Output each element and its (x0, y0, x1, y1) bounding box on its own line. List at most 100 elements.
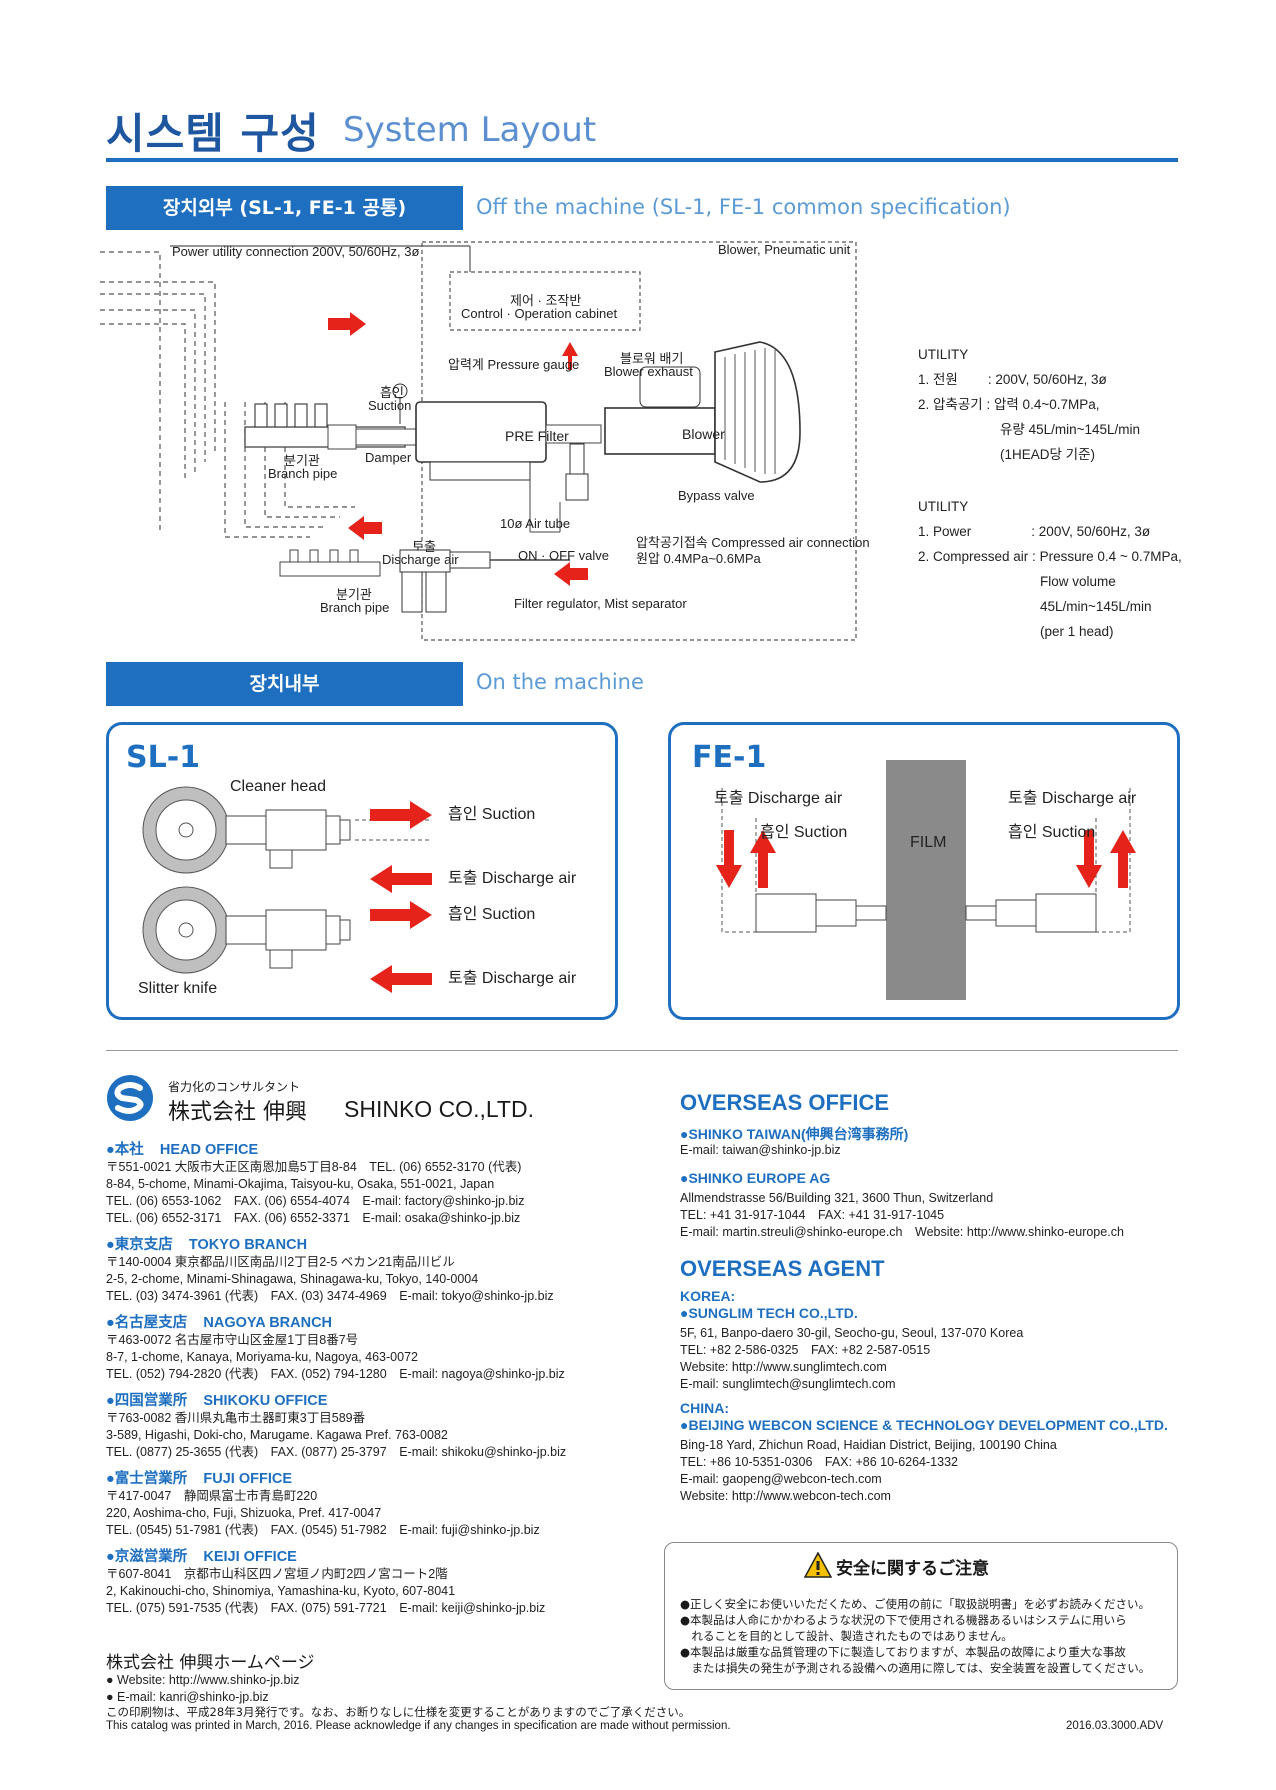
branch-pipe2-label-ko: 분기관 (336, 587, 372, 602)
korea-website[interactable]: Website: http://www.sunglimtech.com (680, 1360, 887, 1374)
company-name-en: SHINKO CO.,LTD. (344, 1096, 534, 1122)
utility-ko-block: UTILITY 1. 전원 : 200V, 50/60Hz, 3ø 2. 압축공… (918, 347, 1141, 462)
sl1-suction2-label: 흡인 Suction (448, 906, 536, 923)
system-layout-diagram (100, 241, 857, 641)
china-address: Bing-18 Yard, Zhichun Road, Haidian Dist… (680, 1438, 1057, 1452)
korea-label: KOREA: (680, 1288, 736, 1304)
office-line: 220, Aoshima-cho, Fuji, Shizuoka, Pref. … (106, 1506, 382, 1520)
homepage-title: 株式会社 伸興ホームページ (106, 1653, 315, 1673)
office-heading: ●京滋営業所 KEIJI OFFICE (106, 1549, 297, 1565)
blower-label: Blower (682, 426, 725, 442)
section-off-machine-bar: 장치외부 (SL-1, FE-1 공통) (106, 186, 463, 230)
branch-pipe-label-en: Branch pipe (268, 466, 338, 481)
europe-contact[interactable]: E-mail: martin.streuli@shinko-europe.ch … (680, 1225, 1124, 1239)
sl1-discharge2-label: 토출 Discharge air (448, 970, 577, 987)
homepage-website[interactable]: ● Website: http://www.shinko-jp.biz (106, 1673, 300, 1687)
korea-email[interactable]: E-mail: sunglimtech@sunglimtech.com (680, 1377, 896, 1391)
office-line: 〒607-8041 京都市山科区四ノ宮垣ノ内町2四ノ宮コート2階 (106, 1567, 448, 1581)
fe1-suction-left-label: 흡인 Suction (760, 824, 848, 841)
europe-phone: TEL: +41 31-917-1044 FAX: +41 31-917-104… (680, 1208, 945, 1222)
footer-note-jp: この印刷物は、平成28年3月発行です。なお、お断りなしに仕様を変更することがあり… (106, 1705, 691, 1719)
fe1-title: FE-1 (692, 740, 767, 775)
section-on-machine-bar: 장치내부 (106, 662, 463, 706)
warning-icon (804, 1552, 832, 1578)
domestic-offices: ●本社 HEAD OFFICE 〒551-0021 大阪市大正区南恩加島5丁目8-… (106, 1138, 666, 1623)
office-line: 〒763-0082 香川県丸亀市土器町東3丁目589番 (106, 1411, 366, 1425)
europe-heading: ●SHINKO EUROPE AG (680, 1170, 831, 1186)
utility-en-block: UTILITY 1. Power : 200V, 50/60Hz, 3ø 2. … (918, 499, 1182, 639)
pressure-gauge-label: 압력계 Pressure gauge (448, 357, 580, 372)
china-website[interactable]: Website: http://www.webcon-tech.com (680, 1489, 891, 1503)
office-line: 〒463-0072 名古屋市守山区金屋1丁目8番7号 (106, 1333, 359, 1347)
overseas-office-title: OVERSEAS OFFICE (680, 1090, 890, 1115)
bypass-valve-label: Bypass valve (678, 488, 755, 503)
sl1-title: SL-1 (126, 740, 201, 775)
discharge-label-ko: 토출 (412, 539, 436, 554)
cabinet-label-ko: 제어 · 조작반 (510, 293, 582, 308)
footer-note-en: This catalog was printed in March, 2016.… (106, 1720, 731, 1732)
office-block: ●京滋営業所 KEIJI OFFICE 〒607-8041 京都市山科区四ノ宮垣ノ… (106, 1545, 666, 1617)
fe1-discharge-right-label: 토출 Discharge air (1008, 790, 1137, 807)
office-heading: ●東京支店 TOKYO BRANCH (106, 1237, 308, 1253)
office-block: ●四国営業所 SHIKOKU OFFICE〒763-0082 香川県丸亀市土器町… (106, 1389, 666, 1461)
office-block: ●名古屋支店 NAGOYA BRANCH 〒463-0072 名古屋市守山区金屋1… (106, 1311, 666, 1383)
suction-label-ko: 흡인 (380, 385, 404, 400)
blower-exhaust-label-ko: 블로워 배기 (620, 351, 684, 366)
office-line: TEL. (052) 794-2820 (代表) FAX. (052) 794-… (106, 1367, 565, 1381)
office-line: TEL. (06) 6553-1062 FAX. (06) 6554-4074 … (106, 1194, 525, 1208)
china-email[interactable]: E-mail: gaopeng@webcon-tech.com (680, 1472, 882, 1486)
korea-heading: ●SUNGLIM TECH CO.,LTD. (680, 1305, 858, 1321)
office-line: 〒551-0021 大阪市大正区南恩加島5丁目8-84 TEL. (06) 65… (106, 1160, 522, 1174)
fe1-suction-right-label: 흡인 Suction (1008, 824, 1096, 841)
office-block: ●富士営業所 FUJI OFFICE 〒417-0047 静岡県富士市青島町220… (106, 1467, 666, 1539)
page-title-en: System Layout (343, 110, 597, 150)
page-title-ko: 시스템 구성 (106, 109, 320, 158)
suction-label-en: Suction (368, 398, 412, 413)
office-line: 3-589, Higashi, Doki-cho, Marugame. Kaga… (106, 1428, 448, 1442)
power-utility-label: Power utility connection 200V, 50/60Hz, … (172, 244, 420, 259)
shinko-logo-icon (107, 1075, 153, 1121)
office-line: TEL. (03) 3474-3961 (代表) FAX. (03) 3474-… (106, 1289, 554, 1303)
title-rule (106, 158, 1178, 162)
branch-pipe-label-ko: 분기관 (284, 453, 320, 468)
korea-phone: TEL: +82 2-586-0325 FAX: +82 2-587-0515 (680, 1343, 931, 1357)
on-off-valve-label: ON · OFF valve (518, 548, 610, 563)
cleaner-head-label: Cleaner head (230, 778, 327, 795)
blower-exhaust-label-en: Blower exhaust (604, 364, 693, 379)
section-off-machine-en: Off the machine (SL-1, FE-1 common speci… (476, 195, 1011, 219)
office-block: ●本社 HEAD OFFICE 〒551-0021 大阪市大正区南恩加島5丁目8-… (106, 1138, 666, 1227)
homepage-email[interactable]: ● E-mail: kanri@shinko-jp.biz (106, 1690, 269, 1704)
compressed-air-pressure-label: 원압 0.4MPa~0.6MPa (636, 551, 761, 566)
cabinet-label-en: Control · Operation cabinet (461, 306, 618, 321)
sl1-suction1-label: 흡인 Suction (448, 806, 536, 823)
safety-notice-box (664, 1542, 1178, 1690)
compressed-air-label: 압착공기접속 Compressed air connection (636, 535, 870, 550)
overseas-agent-title: OVERSEAS AGENT (680, 1256, 885, 1281)
china-heading: ●BEIJING WEBCON SCIENCE & TECHNOLOGY DEV… (680, 1417, 1168, 1433)
office-line: TEL. (0545) 51-7981 (代表) FAX. (0545) 51-… (106, 1523, 540, 1537)
office-line: 〒417-0047 静岡県富士市青島町220 (106, 1489, 318, 1503)
taiwan-email[interactable]: E-mail: taiwan@shinko-jp.biz (680, 1143, 841, 1157)
office-line: 2, Kakinouchi-cho, Shinomiya, Yamashina-… (106, 1584, 456, 1598)
office-line: TEL. (0877) 25-3655 (代表) FAX. (0877) 25-… (106, 1445, 567, 1459)
korea-address: 5F, 61, Banpo-daero 30-gil, Seocho-gu, S… (680, 1326, 1024, 1340)
catalog-code: 2016.03.3000.ADV (1066, 1720, 1164, 1732)
fe1-discharge-left-label: 토출 Discharge air (714, 790, 843, 807)
office-heading: ●富士営業所 FUJI OFFICE (106, 1471, 293, 1487)
prefilter-label: PRE Filter (505, 428, 569, 444)
damper-label: Damper (365, 450, 412, 465)
fe1-illustration (716, 760, 1136, 1000)
office-line: 〒140-0004 東京都品川区南品川2丁目2-5 ベカン21南品川ビル (106, 1255, 455, 1269)
office-block: ●東京支店 TOKYO BRANCH 〒140-0004 東京都品川区南品川2丁目… (106, 1233, 666, 1305)
taiwan-heading: ●SHINKO TAIWAN(伸興台湾事務所) (680, 1126, 909, 1142)
office-heading: ●本社 HEAD OFFICE (106, 1142, 259, 1158)
blower-unit-label: Blower, Pneumatic unit (718, 242, 851, 257)
company-name-jp: 株式会社 伸興 (168, 1100, 307, 1125)
divider (106, 1050, 1178, 1051)
sl1-illustration (142, 786, 432, 993)
office-heading: ●名古屋支店 NAGOYA BRANCH (106, 1315, 333, 1331)
china-phone: TEL: +86 10-5351-0306 FAX: +86 10-6264-1… (680, 1455, 958, 1469)
safety-title: 安全に関するご注意 (836, 1559, 989, 1579)
company-tagline: 省力化のコンサルタント (168, 1080, 301, 1094)
fe1-film-label: FILM (910, 834, 947, 851)
